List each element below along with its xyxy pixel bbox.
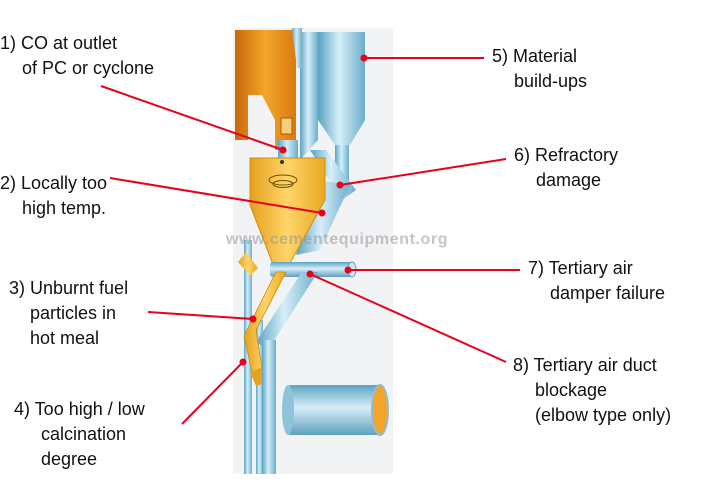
top-duct [292,28,302,68]
label-damper-failure: 7) Tertiary air damper failure [528,256,665,306]
diagonal-duct [296,180,350,255]
pointer-4 [181,361,244,425]
label-line: damper failure [550,283,666,303]
pointer-8 [309,273,507,363]
lower-diagonal-duct [256,272,318,350]
label-line: particles in [30,303,117,323]
label-line: of PC or cyclone [22,58,155,78]
pointer-lines [100,54,520,425]
label-material-buildups: 5) Material build-ups [492,44,587,94]
vortex-finder [280,160,284,164]
pointer-3-dot [249,315,257,323]
pointer-7-dot [344,266,352,274]
label-duct-blockage: 8) Tertiary air duct blockage (elbow typ… [513,353,671,428]
meal-pipe-inner [256,320,263,474]
pointer-1 [100,85,284,151]
pointer-4-dot [239,358,247,366]
label-co-outlet: 1) CO at outlet of PC or cyclone [0,31,154,81]
label-line: 8) Tertiary air duct [513,355,657,375]
label-line: degree [41,449,98,469]
pointer-2 [109,177,323,214]
side-chute [238,252,258,276]
label-refractory-damage: 6) Refractory damage [514,143,618,193]
pointer-6 [339,158,507,186]
label-line: damage [536,170,602,190]
pointer-1-dot [279,146,287,154]
kiln-duct-end [282,385,294,435]
pointer-2-dot [318,209,326,217]
pointer-8-dot [306,270,314,278]
meal-pipe-left [244,240,252,474]
label-unburnt-fuel: 3) Unburnt fuel particles in hot meal [9,276,128,351]
riser-duct [300,32,318,160]
swirl-mark [268,174,298,186]
watermark: www.cementequipment.org [226,231,449,248]
upper-cyclone [318,32,365,145]
label-line: 3) Unburnt fuel [9,278,129,298]
label-high-temp: 2) Locally too high temp. [0,171,107,221]
kiln-riser [262,340,276,474]
label-calcination: 4) Too high / low calcination degree [14,397,145,472]
label-line: 6) Refractory [514,145,619,165]
pointer-3 [147,311,254,320]
tertiary-air-duct [270,262,352,277]
label-line: 7) Tertiary air [528,258,633,278]
label-line: blockage [535,380,608,400]
label-line: (elbow type only) [535,405,672,425]
kiln-inlet-duct [285,385,382,435]
label-line: calcination [41,424,127,444]
kiln-inlet-opening [371,384,389,436]
calciner-window [280,117,293,135]
swirl-mark-inner [272,180,294,188]
label-line: 5) Material [492,46,578,66]
label-line: high temp. [22,198,107,218]
label-line: 1) CO at outlet [0,33,118,53]
pointer-5-dot [360,54,368,62]
label-line: 2) Locally too [0,173,108,193]
label-line: hot meal [30,328,100,348]
label-line: build-ups [514,71,588,91]
label-line: 4) Too high / low [14,399,145,419]
pointer-6-dot [336,181,344,189]
